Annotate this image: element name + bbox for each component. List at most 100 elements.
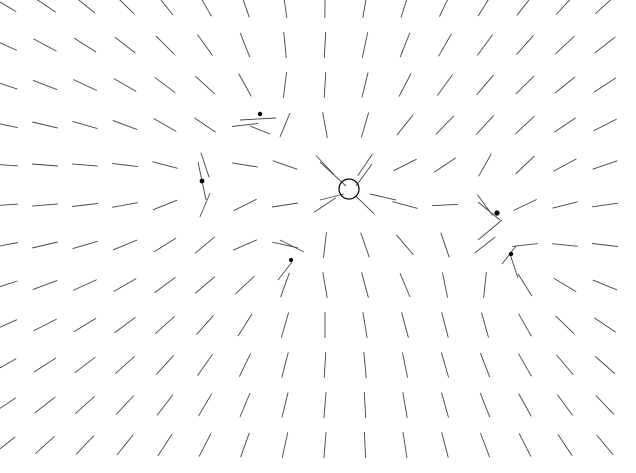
field-line: [513, 198, 537, 212]
field-line: [272, 202, 298, 208]
field-line: [114, 316, 136, 334]
field-line: [0, 280, 18, 288]
field-line: [479, 392, 491, 418]
field-line: [112, 239, 138, 251]
field-line: [198, 433, 212, 457]
field-line: [242, 0, 250, 18]
field-line: [323, 232, 327, 258]
field-line: [197, 34, 213, 56]
field-line: [0, 1, 17, 12]
field-line: [438, 33, 452, 57]
field-line: [592, 202, 618, 208]
field-line: [74, 356, 96, 374]
field-line: [364, 431, 366, 459]
field-line: [153, 118, 177, 132]
source-dot-marker[interactable]: [289, 258, 293, 262]
field-line: [440, 352, 450, 378]
field-line: [515, 75, 535, 95]
field-line: [152, 199, 178, 211]
field-line: [554, 76, 576, 94]
field-line: [194, 276, 216, 294]
source-dot-marker[interactable]: [508, 251, 514, 257]
field-line: [283, 32, 287, 58]
field-line: [481, 312, 489, 338]
field-line: [361, 32, 369, 58]
field-line: [72, 240, 98, 250]
field-line: [396, 234, 414, 256]
field-line: [596, 434, 614, 456]
field-line: [501, 245, 517, 265]
field-line: [160, 0, 174, 16]
field-line: [237, 313, 253, 337]
field-line: [0, 242, 18, 247]
field-line: [0, 42, 17, 51]
field-line: [152, 161, 178, 169]
field-line: [556, 394, 574, 416]
source-dot-marker[interactable]: [494, 210, 500, 216]
field-line: [154, 76, 176, 94]
field-line: [0, 82, 18, 90]
field-line: [33, 357, 57, 373]
field-line: [476, 74, 494, 96]
field-line: [553, 158, 577, 172]
field-line: [283, 0, 288, 18]
field-line: [78, 0, 96, 14]
field-line: [438, 0, 448, 17]
field-line: [360, 112, 370, 138]
field-line: [196, 315, 214, 335]
field-line: [323, 351, 327, 379]
field-line: [517, 273, 533, 297]
field-line: [200, 152, 210, 178]
field-line: [509, 253, 519, 279]
field-line: [154, 315, 176, 335]
field-line: [323, 31, 327, 59]
field-line: [73, 79, 97, 91]
field-line: [198, 393, 212, 417]
field-line: [74, 395, 96, 415]
field-line: [440, 232, 450, 258]
field-line: [0, 358, 17, 369]
field-line: [592, 243, 618, 247]
field-line: [475, 115, 495, 135]
field-line: [281, 432, 289, 458]
field-line: [119, 0, 135, 15]
field-line: [323, 71, 327, 99]
field-line: [518, 393, 532, 417]
field-line: [362, 0, 367, 18]
field-line: [281, 352, 289, 378]
field-line: [593, 317, 617, 333]
field-line: [113, 278, 137, 292]
field-line: [72, 120, 98, 130]
field-line: [555, 315, 575, 335]
field-line: [199, 192, 211, 218]
field-lines: [0, 0, 618, 459]
field-line: [441, 392, 449, 418]
field-line: [155, 35, 175, 55]
field-line: [474, 236, 496, 254]
cursor-ring-marker[interactable]: [338, 178, 360, 200]
field-line: [402, 432, 408, 458]
field-line: [239, 117, 277, 121]
field-line: [360, 232, 370, 258]
field-line: [322, 272, 328, 298]
field-line: [435, 115, 455, 135]
field-line: [483, 272, 487, 298]
field-line: [369, 193, 397, 201]
field-line: [73, 279, 97, 291]
field-line: [154, 276, 176, 294]
field-line: [401, 312, 409, 338]
field-line: [515, 155, 535, 175]
field-line: [157, 433, 173, 457]
field-line: [73, 37, 97, 53]
field-line: [553, 277, 577, 293]
field-line: [479, 432, 491, 458]
field-line: [272, 160, 298, 170]
field-line: [282, 72, 288, 98]
source-dot-marker[interactable]: [257, 111, 263, 117]
source-dot-marker[interactable]: [199, 178, 205, 184]
field-line: [32, 79, 58, 91]
field-line: [593, 118, 617, 132]
field-line: [477, 219, 503, 241]
